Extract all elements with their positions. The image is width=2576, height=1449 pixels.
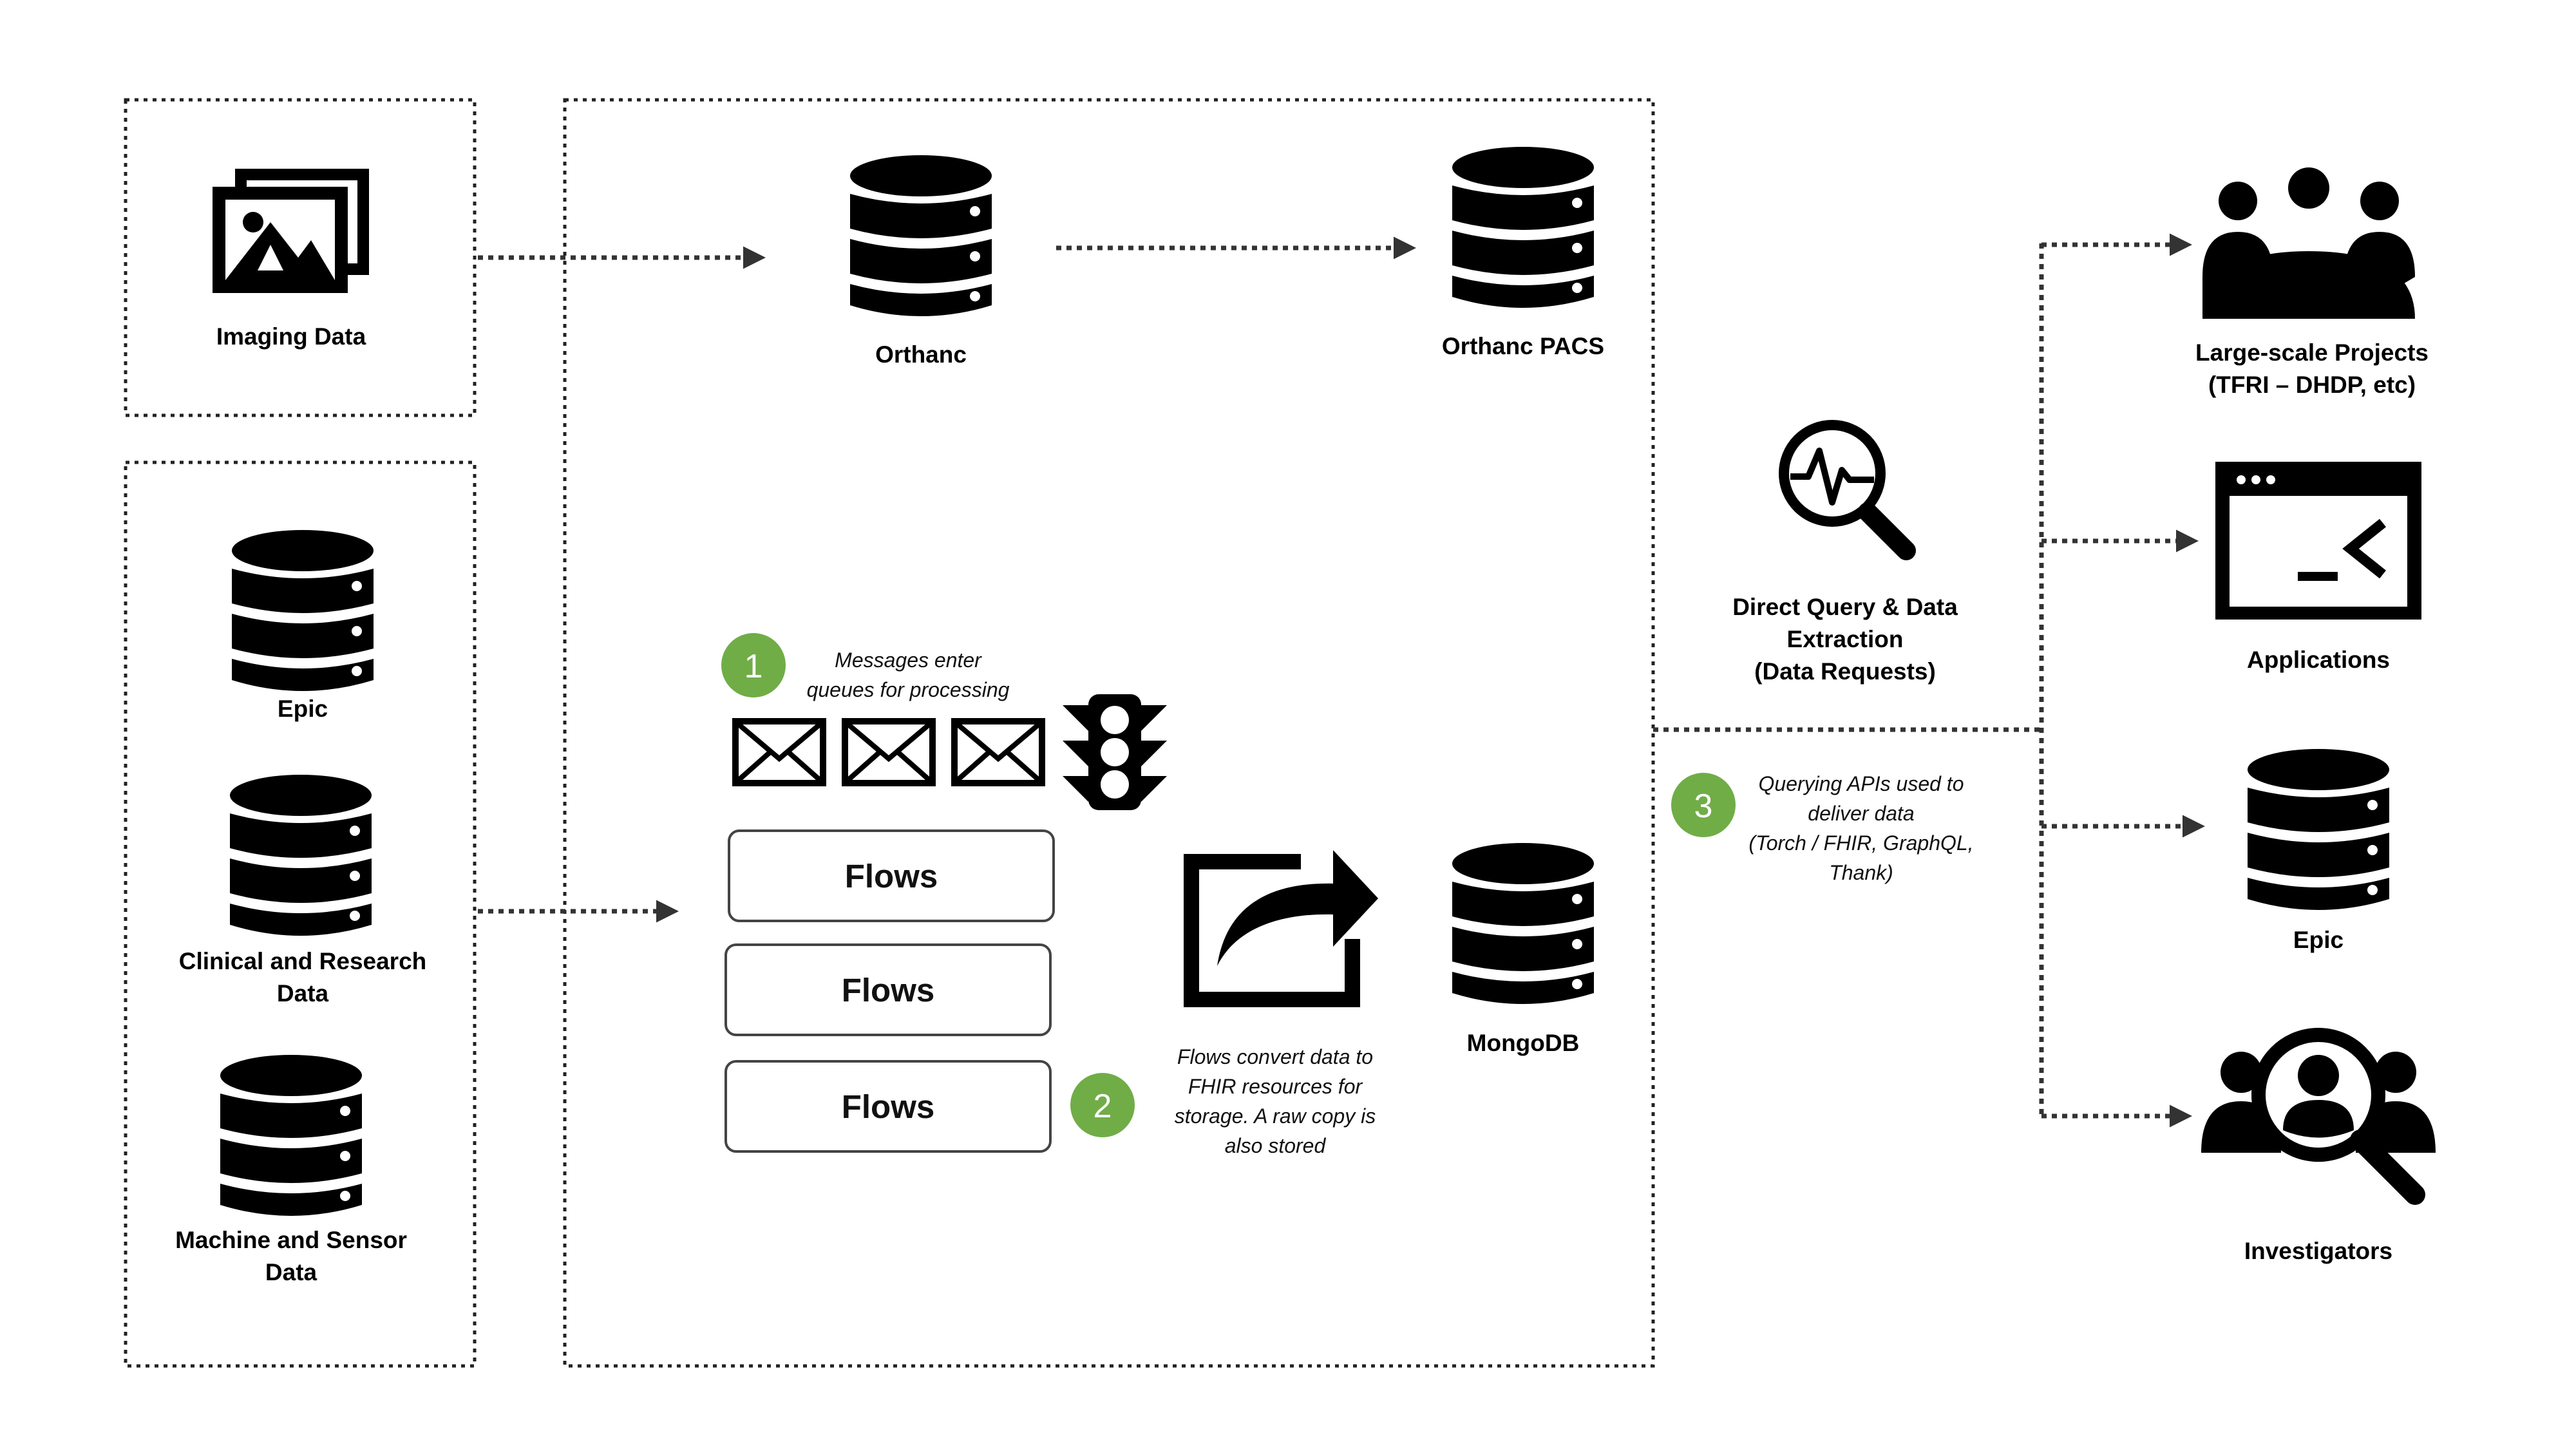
image-gallery-icon — [213, 169, 369, 293]
flow-box[interactable]: Flows — [724, 1060, 1052, 1153]
processing-box — [563, 98, 1655, 1368]
clinical-database-icon — [230, 775, 372, 936]
clinical-source-box — [124, 460, 477, 1368]
mongodb-label: MongoDB — [1467, 1030, 1580, 1056]
step-2-note-line1: Flows convert data to — [1177, 1045, 1373, 1068]
step-1-number: 1 — [744, 648, 763, 685]
machine-label-line1: Machine and Sensor — [175, 1227, 407, 1253]
magnifier-pulse-icon — [1779, 420, 1916, 560]
query-label-line2: Extraction — [1787, 626, 1904, 652]
query-label-line1: Direct Query & Data — [1732, 594, 1958, 620]
orthanc-pacs-label: Orthanc PACS — [1442, 333, 1604, 359]
projects-label-line2: (TFRI – DHDP, etc) — [2208, 372, 2416, 398]
clinical-label-line2: Data — [277, 980, 329, 1007]
step-1-note-line2: queues for processing — [807, 678, 1010, 701]
step-3-note-line1: Querying APIs used to — [1759, 772, 1964, 795]
clinical-label-line1: Clinical and Research — [179, 948, 427, 974]
investigator-search-icon — [2201, 1028, 2436, 1205]
machine-label-line2: Data — [265, 1259, 317, 1285]
projects-label-line1: Large-scale Projects — [2195, 339, 2429, 366]
imaging-source-box — [124, 98, 477, 417]
step-2-number: 2 — [1094, 1088, 1112, 1125]
step-3-note-line4: Thank) — [1829, 861, 1893, 884]
traffic-light-icon — [1063, 694, 1167, 810]
orthanc-pacs-database-icon — [1452, 147, 1594, 308]
envelope-icon — [845, 721, 933, 783]
flow-label: Flows — [845, 858, 938, 895]
imaging-data-label: Imaging Data — [216, 323, 366, 350]
epic-source-label: Epic — [278, 696, 328, 722]
machine-database-icon — [220, 1055, 362, 1216]
step-3-note-line2: deliver data — [1808, 802, 1914, 825]
investigators-label: Investigators — [2244, 1238, 2392, 1264]
share-export-icon — [1184, 850, 1378, 1007]
step-2-note-line3: storage. A raw copy is — [1175, 1104, 1376, 1128]
step-2-badge: 2 — [1070, 1073, 1135, 1137]
flow-box[interactable]: Flows — [724, 943, 1052, 1036]
step-3-badge: 3 — [1671, 773, 1736, 837]
flow-box[interactable]: Flows — [728, 829, 1055, 922]
step-2-note-line2: FHIR resources for — [1188, 1075, 1363, 1098]
epic-consumer-database-icon — [2248, 749, 2389, 910]
step-1-note-line1: Messages enter — [835, 649, 982, 672]
mongodb-database-icon — [1452, 843, 1594, 1004]
envelope-icon — [735, 721, 823, 783]
step-3-note-line3: (Torch / FHIR, GraphQL, — [1748, 831, 1973, 855]
applications-label: Applications — [2247, 647, 2390, 673]
epic-consumer-label: Epic — [2293, 927, 2344, 953]
flow-label: Flows — [842, 972, 935, 1009]
orthanc-database-icon — [850, 155, 992, 316]
group-icon — [2202, 167, 2415, 319]
step-1-badge: 1 — [721, 633, 786, 697]
orthanc-label: Orthanc — [875, 341, 967, 368]
epic-source-database-icon — [232, 530, 374, 691]
flow-label: Flows — [842, 1088, 935, 1125]
step-2-note-line4: also stored — [1225, 1134, 1327, 1157]
terminal-window-icon — [2215, 462, 2421, 620]
envelope-icon — [954, 721, 1042, 783]
query-label-line3: (Data Requests) — [1754, 658, 1936, 685]
step-3-number: 3 — [1694, 788, 1713, 825]
